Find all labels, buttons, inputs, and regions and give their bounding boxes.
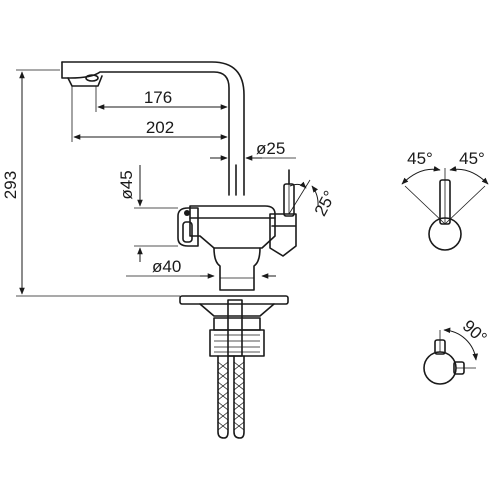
dimension-spout-diameter: ø25 — [256, 139, 285, 158]
dimension-total-height: 293 — [1, 171, 20, 199]
side-view-angle-right: 45° — [459, 149, 485, 168]
side-view-detail — [401, 166, 489, 251]
side-view-angle-left: 45° — [407, 149, 433, 168]
dimension-overall-reach: 202 — [146, 118, 174, 137]
lower-view-detail — [423, 327, 479, 385]
dimension-spout-reach: 176 — [144, 88, 172, 107]
dimension-lines — [16, 69, 319, 297]
lower-view-angle: 90° — [459, 316, 491, 347]
faucet-body — [61, 61, 297, 439]
dimension-base-diameter: ø40 — [152, 257, 181, 276]
dimension-lever-angle: 25° — [311, 188, 340, 220]
dimension-handle-height: ø45 — [117, 170, 136, 199]
